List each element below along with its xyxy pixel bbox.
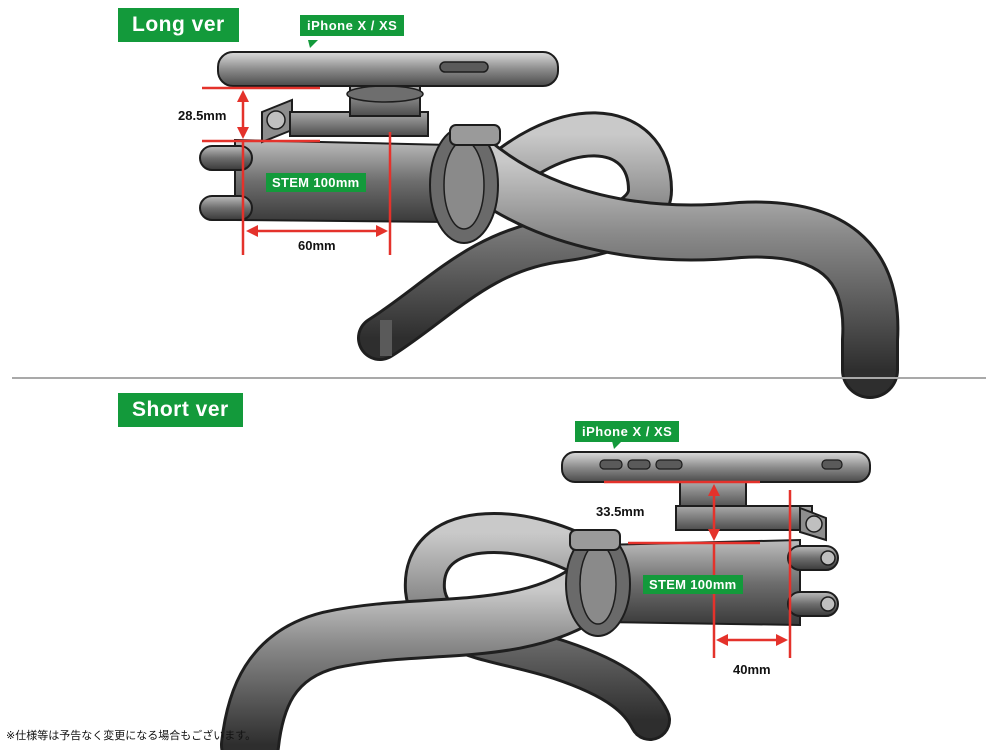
footnote: ※仕様等は予告なく変更になる場合もございます。 bbox=[6, 729, 257, 742]
short-ver-illustration bbox=[220, 451, 871, 750]
stem-label-bottom: STEM 100mm bbox=[643, 575, 743, 594]
phone-label-pointer-bottom bbox=[612, 441, 622, 449]
phone-bottom bbox=[561, 451, 871, 483]
short-ver-badge: Short ver bbox=[118, 393, 243, 427]
handlebar-top bbox=[357, 111, 900, 399]
dimension-lines-bottom bbox=[604, 480, 792, 658]
phone-label-pointer-top bbox=[308, 40, 318, 48]
offset-dimension-label-bottom: 40mm bbox=[733, 662, 771, 677]
long-ver-illustration bbox=[199, 51, 900, 399]
offset-dimension-label-top: 60mm bbox=[298, 238, 336, 253]
height-dimension-label-top: 28.5mm bbox=[178, 108, 227, 123]
phone-label-top: iPhone X / XS bbox=[300, 15, 405, 36]
stem-label-top: STEM 100mm bbox=[266, 173, 366, 192]
dimension-lines-top bbox=[202, 86, 392, 255]
mount-bottom bbox=[675, 481, 827, 542]
phone-label-bottom: iPhone X / XS bbox=[575, 421, 680, 442]
handlebar-bottom bbox=[220, 511, 671, 750]
height-dimension-label-bottom: 33.5mm bbox=[596, 504, 645, 519]
long-ver-badge: Long ver bbox=[118, 8, 239, 42]
phone-top bbox=[217, 51, 559, 87]
mount-top bbox=[261, 85, 429, 144]
section-divider bbox=[12, 377, 986, 379]
